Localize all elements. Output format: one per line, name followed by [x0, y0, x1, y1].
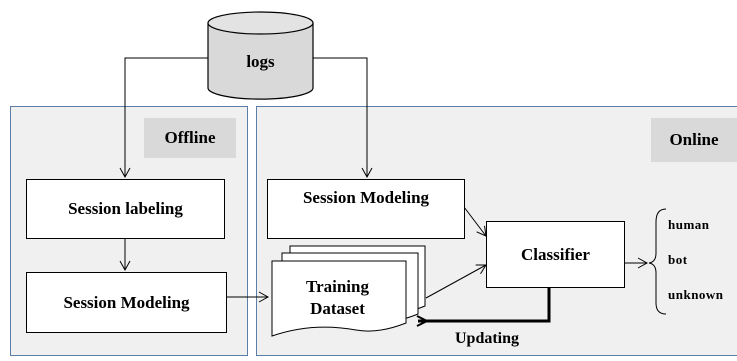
output-unknown: unknown: [668, 287, 724, 302]
logs-label: logs: [246, 52, 275, 71]
updating-arrow: [418, 288, 551, 321]
output-human: human: [668, 217, 710, 232]
session-labeling-box: Session labeling: [26, 179, 225, 239]
offline-session-modeling-box: Session Modeling: [26, 272, 227, 333]
document-stack-icon: [271, 245, 426, 337]
logs-to-labeling-arrow: [119, 57, 208, 179]
database-icon: [207, 11, 314, 100]
training-dataset-label: Training Dataset: [306, 277, 369, 319]
online-modeling-to-classifier-arrow: [463, 206, 487, 237]
output-brace: [648, 208, 667, 315]
online-tag: Online: [651, 118, 737, 162]
logs-to-online-modeling-arrow: [313, 57, 373, 179]
online-session-modeling-box: Session Modeling: [267, 179, 465, 239]
updating-label: Updating: [455, 330, 520, 347]
output-bot: bot: [668, 252, 688, 267]
classifier-box: Classifier: [486, 221, 625, 288]
offline-tag: Offline: [144, 118, 236, 158]
training-dataset-stack: [270, 244, 430, 339]
dataset-to-classifier-arrow: [425, 264, 487, 299]
